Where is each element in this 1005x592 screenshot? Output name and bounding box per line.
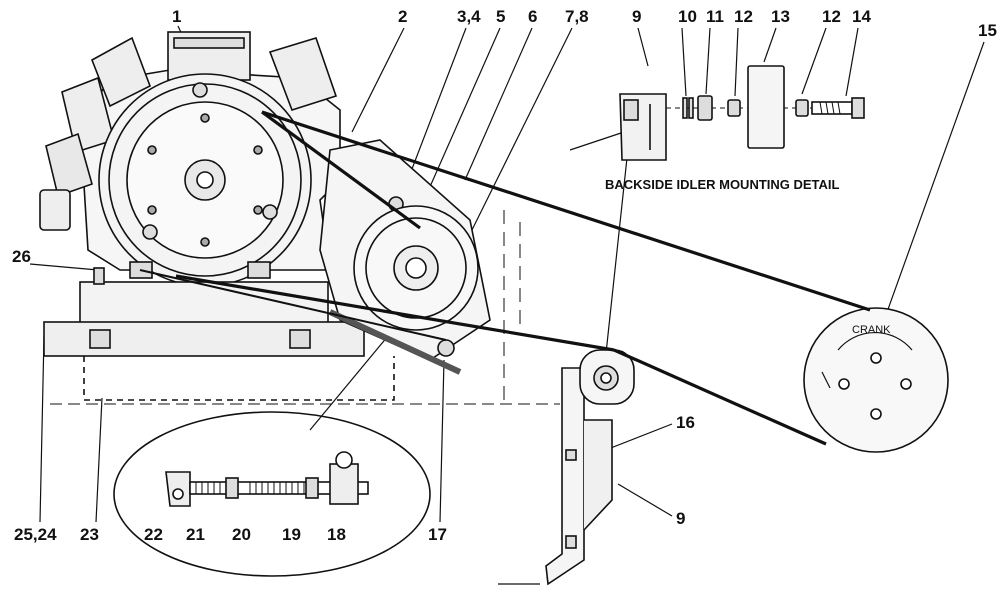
callout-20: 20 [232, 525, 251, 544]
callout-labels: 1 2 3,4 5 6 7,8 9 10 11 12 13 12 14 15 2… [12, 7, 997, 544]
callout-7-8: 7,8 [565, 7, 589, 26]
callout-9-bottom: 9 [676, 509, 685, 528]
callout-2: 2 [398, 7, 407, 26]
callout-17: 17 [428, 525, 447, 544]
callout-6: 6 [528, 7, 537, 26]
callout-12-a: 12 [734, 7, 753, 26]
callout-13: 13 [771, 7, 790, 26]
compressor [39, 31, 341, 287]
callout-18: 18 [327, 525, 346, 544]
callout-11: 11 [706, 7, 724, 26]
callout-14: 14 [852, 7, 871, 26]
backside-idler-detail-title: BACKSIDE IDLER MOUNTING DETAIL [605, 177, 840, 192]
callout-26: 26 [12, 247, 31, 266]
callout-3-4: 3,4 [457, 7, 481, 26]
callout-9-top: 9 [632, 7, 641, 26]
callout-19: 19 [282, 525, 301, 544]
callout-15: 15 [978, 21, 997, 40]
adjuster-detail [113, 411, 431, 577]
callout-16: 16 [676, 413, 695, 432]
drive-belts [139, 110, 871, 446]
callout-10: 10 [678, 7, 697, 26]
callout-1: 1 [172, 7, 181, 26]
callout-23: 23 [80, 525, 99, 544]
callout-12-b: 12 [822, 7, 841, 26]
crank-label: CRANK [852, 324, 891, 336]
callout-21: 21 [186, 525, 205, 544]
backside-idler-bracket [498, 210, 635, 586]
backside-idler-detail [619, 65, 865, 161]
tensioner-assembly [319, 139, 491, 375]
callout-5: 5 [496, 7, 505, 26]
crank-pulley [803, 307, 949, 453]
callout-25-24: 25,24 [14, 525, 57, 544]
callout-22: 22 [144, 525, 163, 544]
